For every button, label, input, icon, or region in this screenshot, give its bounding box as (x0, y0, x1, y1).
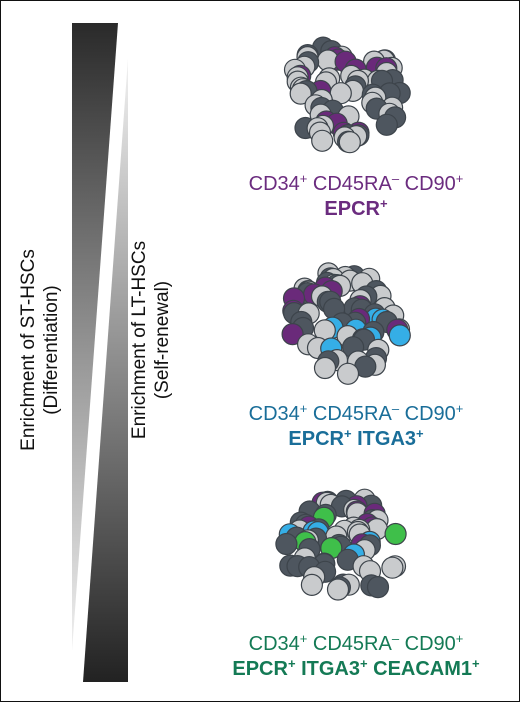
marker-sign: + (416, 426, 424, 441)
marker-sign: + (343, 426, 352, 441)
phenotype-label-3: CD34+ CD45RA– CD90+ EPCR+ ITGA3+ CEACAM1… (206, 632, 506, 682)
cell (381, 556, 404, 579)
st-hsc-wedge (72, 23, 118, 651)
marker-name: CD34 (248, 173, 300, 195)
marker-name: ITGA3 (295, 658, 360, 680)
phenotype-1-markers: CD34+ CD45RA– CD90+ (206, 172, 506, 196)
marker-name: EPCR (324, 198, 380, 220)
marker-name: CD45RA (307, 403, 392, 425)
cell (275, 532, 298, 556)
cell (366, 575, 390, 599)
marker-sign: – (391, 171, 400, 186)
cell (384, 522, 407, 546)
marker-name: CD90 (399, 403, 456, 425)
marker-name: ITGA3 (351, 428, 417, 450)
st-hsc-label: Enrichment of ST-HSCs (Differentiation) (17, 220, 63, 480)
st-hsc-label-line2: (Differentiation) (41, 285, 62, 415)
marker-sign: + (299, 171, 308, 186)
marker-sign: + (472, 656, 480, 671)
cell (311, 129, 334, 152)
phenotype-2-epcr-itga3: EPCR+ ITGA3+ (206, 426, 506, 452)
cell (338, 131, 361, 154)
marker-name: CD90 (399, 633, 456, 655)
cell (300, 573, 323, 597)
marker-name: CD34 (248, 633, 300, 655)
st-hsc-label-line1: Enrichment of ST-HSCs (18, 249, 39, 451)
marker-sign: + (287, 656, 296, 671)
lt-hsc-label-line1: Enrichment of LT-HSCs (129, 240, 150, 440)
lt-hsc-label: Enrichment of LT-HSCs (Self-renewal) (128, 210, 174, 470)
phenotype-3-epcr-itga3-ceacam1: EPCR+ ITGA3+ CEACAM1+ (206, 656, 506, 682)
phenotype-label-2: CD34+ CD45RA– CD90+ EPCR+ ITGA3+ (206, 402, 506, 452)
marker-name: CD45RA (307, 633, 392, 655)
marker-sign: + (455, 401, 464, 416)
cell-cluster-2 (281, 262, 411, 385)
cell (289, 82, 312, 105)
lt-hsc-label-line2: (Self-renewal) (152, 280, 173, 400)
marker-sign: – (391, 401, 400, 416)
cell (326, 578, 350, 601)
marker-name: CD34 (248, 403, 300, 425)
marker-name: EPCR (232, 658, 288, 680)
lt-hsc-wedge (83, 58, 128, 682)
marker-sign: + (455, 631, 464, 646)
cell-cluster-3 (275, 488, 407, 601)
marker-name: EPCR (288, 428, 344, 450)
marker-name: CEACAM1 (367, 658, 473, 680)
phenotype-2-markers: CD34+ CD45RA– CD90+ (206, 402, 506, 426)
cell (375, 113, 398, 136)
phenotype-label-1: CD34+ CD45RA– CD90+ EPCR+ (206, 172, 506, 222)
marker-sign: + (299, 631, 308, 646)
phenotype-3-markers: CD34+ CD45RA– CD90+ (206, 632, 506, 656)
phenotype-1-epcr: EPCR+ (206, 196, 506, 222)
marker-sign: + (455, 171, 464, 186)
cell (281, 323, 304, 346)
cell-cluster-1 (283, 36, 411, 154)
marker-sign: + (299, 401, 308, 416)
marker-sign: + (379, 196, 388, 211)
cell (313, 356, 337, 380)
marker-name: CD45RA (307, 173, 392, 195)
marker-sign: + (359, 656, 368, 671)
marker-name: CD90 (399, 173, 456, 195)
marker-sign: – (391, 631, 400, 646)
cell (336, 362, 360, 385)
cell (388, 324, 411, 347)
